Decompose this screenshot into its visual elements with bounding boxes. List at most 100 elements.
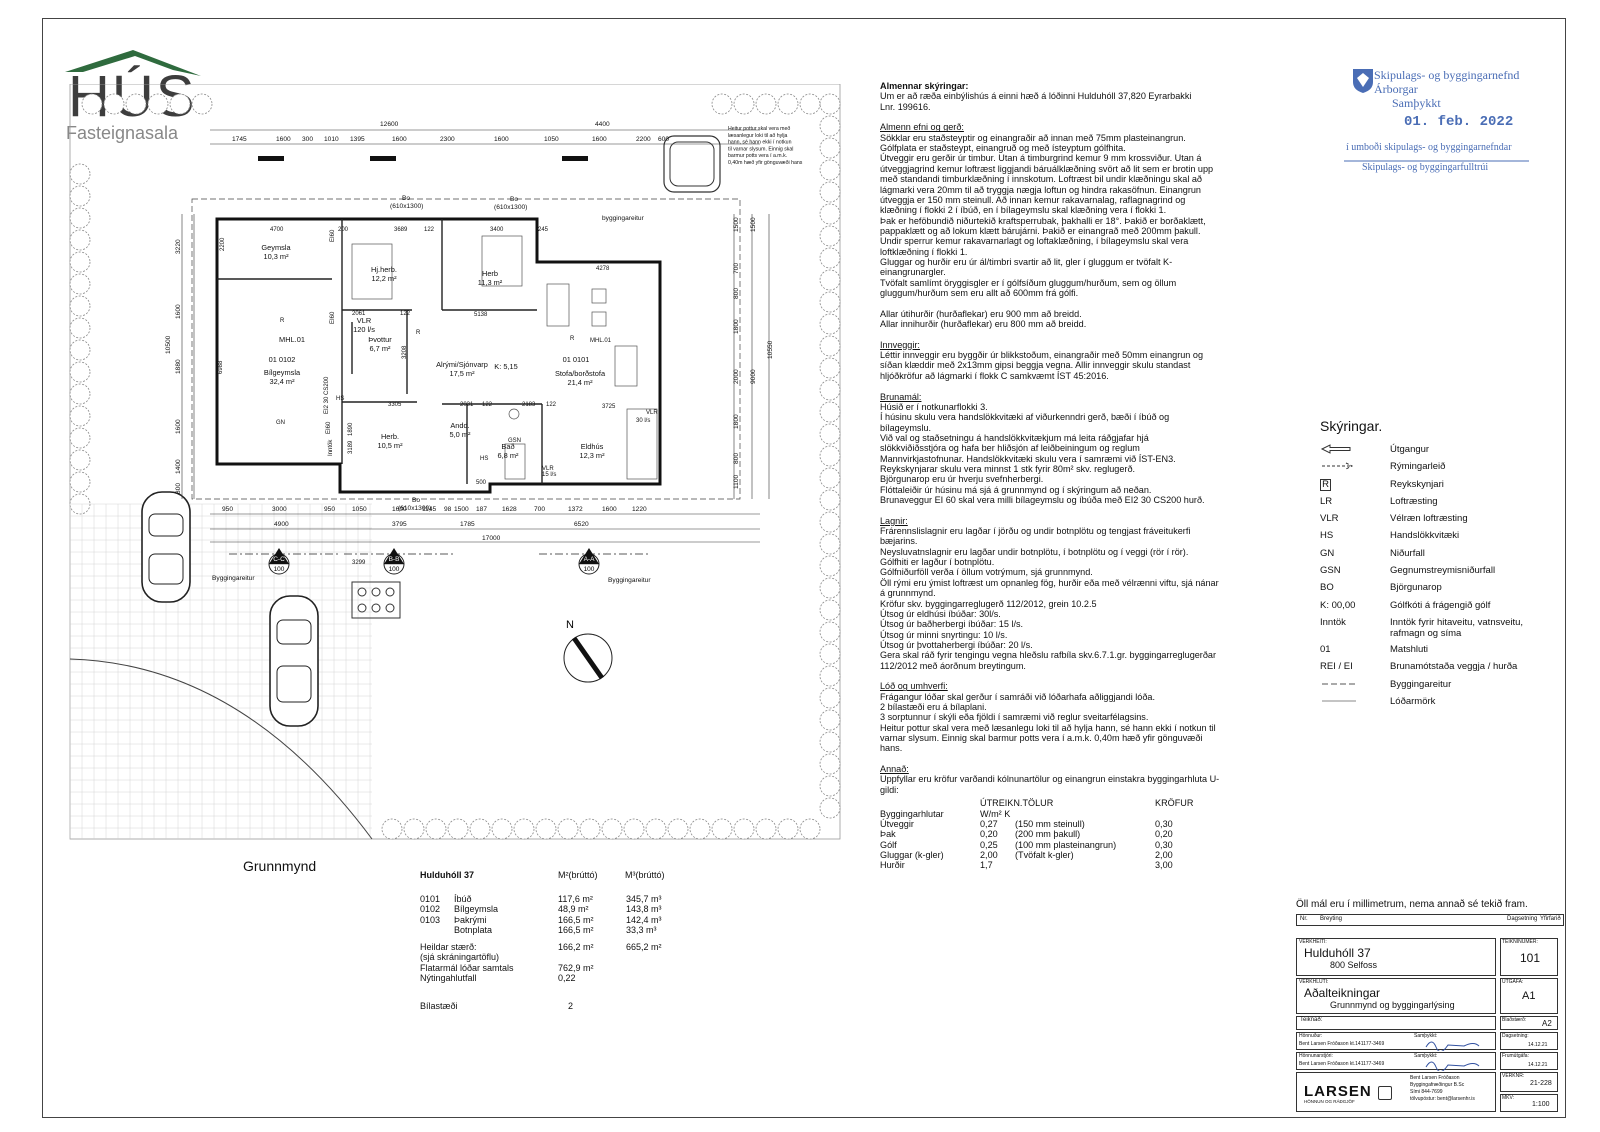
tree (69, 163, 91, 185)
dim-label: 1050 (544, 136, 559, 143)
dim-label: 3795 (392, 521, 407, 528)
project-cell (1296, 938, 1496, 976)
plan-mark: 30 l/s (636, 418, 650, 424)
plan-mark: 2200 (220, 237, 226, 251)
tree (819, 313, 841, 335)
dim-label: 800 (733, 453, 740, 464)
tree (819, 577, 841, 599)
plan-mark: R (570, 336, 575, 342)
u-value-part: Gólf (880, 839, 897, 850)
plan-mark: 245 (538, 227, 549, 233)
dim-label: 10550 (767, 340, 774, 359)
plan-mark: HS (336, 396, 344, 402)
plan-mark: R (280, 318, 285, 324)
u-value-desc: (Tvöfalt k-gler) (1015, 849, 1074, 860)
line-style-icon (1322, 700, 1356, 702)
dim-label: 4400 (595, 121, 610, 128)
issue: A1 (1522, 990, 1536, 1002)
notes-line: 2 bílastæði eru á bílaplani. (880, 702, 987, 712)
tree (491, 818, 513, 840)
cell-label: Hönnunarstjóri: (1299, 1053, 1333, 1059)
dim-label: 2300 (440, 136, 455, 143)
drawing-no-cell (1500, 938, 1558, 976)
notes-line: með standandi timburklæðning í innskotum… (880, 174, 1202, 185)
dim-label: 1050 (352, 506, 367, 513)
rev-label: Nr. (1300, 916, 1308, 922)
hotpot-note: læsanlegur loki til að hylja (728, 132, 788, 139)
cell-label: Frumútgáfa: (1502, 1053, 1529, 1059)
plan-mark: 3189 (348, 440, 354, 454)
dim-label: 4900 (274, 521, 289, 528)
cell-label: TEIKNINÚMER: (1502, 939, 1538, 945)
notes-line: varnar slysum. Einnig skal barmur potts … (880, 733, 1203, 744)
room-name: Alrými/Sjónvarp (436, 360, 488, 369)
plan-mark: 3208 (402, 345, 408, 359)
dim-label: 3220 (175, 239, 182, 254)
area-parking-value: 2 (568, 1001, 574, 1011)
u-value-desc: (150 mm steinull) (1015, 818, 1085, 829)
plan-mark: 15 l/s (542, 472, 556, 478)
notes-line: bílageymslu. (880, 422, 932, 433)
room-area: 12,2 m² (371, 274, 397, 283)
area-code: 0103 (420, 914, 441, 925)
notes-line: gildi: (880, 784, 899, 795)
dim-label: 3000 (272, 506, 287, 513)
tree (819, 93, 841, 115)
section-label: B-B (389, 556, 400, 563)
tree (819, 181, 841, 203)
dim-label: 98 (444, 506, 452, 513)
notes-line: Gólfhiti er lagður í botnplötu. (880, 557, 995, 568)
bo-label: Bo (402, 195, 410, 202)
u-value-part: Gluggar (k-gler) (880, 849, 944, 860)
notes-line: lágmarki vera 20mm til að tryggja nægja … (880, 184, 1201, 195)
cell-label: Dagsetning: (1502, 1033, 1529, 1039)
logo-subtitle: Fasteignasala (66, 123, 179, 143)
cell-label: Blaðstærð: (1502, 1017, 1527, 1023)
driveway-curve (69, 658, 373, 840)
area-code: 0102 (420, 904, 441, 915)
dim-label: 1628 (502, 506, 517, 513)
area-m2: 166,5 m² (558, 914, 594, 925)
notes-line: Reykskynjarar skulu vera minnst 1 stk fy… (880, 463, 1136, 474)
legend-text: Reykskynjari (1390, 478, 1444, 490)
dim-label: 700 (534, 506, 545, 513)
tree (819, 269, 841, 291)
dim-label: 1600 (592, 136, 607, 143)
tree (819, 335, 841, 357)
legend-text: Handslökkvitæki (1390, 530, 1460, 542)
area-total-m2: 166,2 m² (558, 942, 594, 952)
room-name: 01 0102 (269, 355, 296, 364)
dim-label: 800 (175, 483, 182, 494)
tree (69, 427, 91, 449)
u-value-req: 2,00 (1155, 849, 1173, 860)
legend-text: Lóðarmörk (1390, 695, 1436, 707)
tree (579, 818, 601, 840)
section-number: 100 (389, 566, 400, 573)
tree (733, 93, 755, 115)
plan-mark: 2183 (522, 402, 536, 408)
tree (69, 317, 91, 339)
plan-mark: 2031 (460, 402, 474, 408)
notes-heading: Almennar skýringar: (880, 81, 969, 91)
tree (819, 709, 841, 731)
plan-mark: EI60 (330, 229, 336, 242)
plan-mark: 2040 (62, 84, 76, 86)
tree (733, 818, 755, 840)
legend-text: Matshluti (1390, 643, 1429, 655)
notes-line: Björgunarop eru úr hverju svefnherbergi. (880, 474, 1044, 485)
north-arrow-icon: N (563, 619, 613, 683)
notes-line: loftklæðning í flokki 1. (880, 246, 968, 257)
room-area: 6,7 m² (370, 344, 391, 353)
tree (819, 555, 841, 577)
notes-line: hans. (880, 743, 903, 754)
dim-label: 10500 (165, 335, 172, 354)
notes-line: Gluggar og hurðir eru úr ál/timbri svart… (880, 256, 1173, 267)
tree (819, 291, 841, 313)
tree (69, 251, 91, 273)
area-col-header: M³(brúttó) (625, 870, 665, 880)
hedge-trees (69, 93, 841, 840)
notes-line: Húsið er í notkunarflokki 3. (880, 401, 988, 412)
plan-mark: 5138 (474, 312, 488, 318)
